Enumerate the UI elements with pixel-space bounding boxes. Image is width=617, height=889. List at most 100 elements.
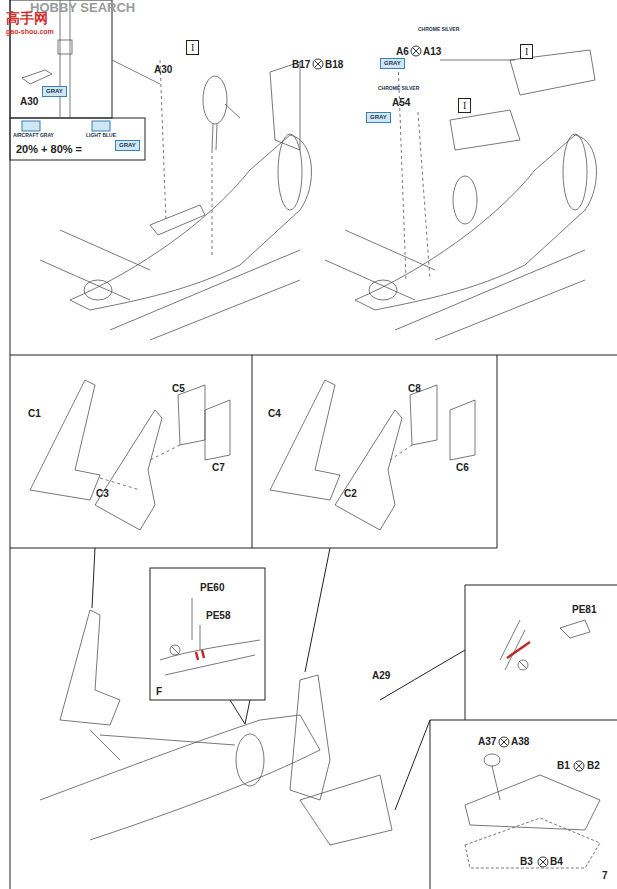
drawing-stroke — [40, 715, 320, 840]
drawing-stroke — [22, 121, 40, 131]
color-chip: GRAY — [42, 86, 67, 97]
drawing-stroke — [413, 48, 419, 54]
drawing-stroke — [540, 859, 546, 865]
drawing-stroke — [497, 355, 498, 548]
drawing-stroke — [92, 121, 110, 131]
part-number: A30 — [20, 96, 38, 107]
page-number: 7 — [602, 870, 608, 881]
detail-letter: F — [156, 686, 162, 697]
drawing-stroke — [335, 410, 402, 530]
drawing-stroke — [60, 610, 120, 725]
color-name: LIGHT BLUE — [86, 133, 116, 139]
drawing-stroke — [453, 176, 477, 224]
drawing-stroke — [574, 761, 584, 771]
part-number: C2 — [344, 488, 357, 499]
drawing-stroke — [395, 720, 430, 810]
step-marker: I — [458, 98, 471, 113]
drawing-stroke — [236, 734, 264, 786]
drawing-stroke — [270, 380, 340, 500]
drawing-stroke — [95, 410, 162, 530]
panel-frames — [10, 0, 617, 889]
drawing-stroke — [325, 230, 585, 340]
part-number: B3 — [520, 856, 533, 867]
drawing-stroke — [170, 645, 180, 655]
aircraft-sketch — [22, 0, 600, 868]
step-marker: I — [186, 40, 199, 55]
part-number: A29 — [372, 670, 390, 681]
drawing-stroke — [230, 700, 250, 724]
drawing-stroke — [202, 650, 204, 658]
part-number: PE81 — [572, 604, 596, 615]
color-chip: GRAY — [366, 112, 391, 123]
drawing-stroke — [10, 118, 145, 160]
drawing-stroke — [398, 60, 406, 280]
color-name: CHROME SILVER — [378, 86, 419, 92]
part-number: A38 — [511, 736, 529, 747]
drawing-stroke — [40, 230, 300, 340]
color-code: GRAY — [119, 142, 136, 148]
drawing-stroke — [90, 730, 235, 760]
drawing-stroke — [225, 104, 240, 118]
drawing-stroke — [369, 280, 397, 300]
drawing-stroke — [270, 62, 300, 150]
drawing-stroke — [380, 650, 465, 700]
drawing-stroke — [278, 134, 302, 210]
drawing-stroke — [430, 720, 617, 721]
part-number: C1 — [28, 408, 41, 419]
drawing-stroke — [10, 548, 497, 549]
drawing-stroke — [58, 40, 72, 54]
drawing-stroke — [492, 766, 500, 800]
drawing-stroke — [518, 660, 528, 670]
drawing-stroke — [499, 737, 509, 747]
step-number: I — [191, 42, 194, 53]
drawing-stroke — [500, 620, 525, 670]
drawing-stroke — [390, 445, 412, 460]
drawing-stroke — [538, 857, 548, 867]
drawing-stroke — [430, 720, 431, 889]
drawing-stroke — [205, 400, 230, 460]
drawing-stroke — [563, 134, 587, 210]
drawing-stroke — [212, 150, 213, 255]
drawing-stroke — [112, 60, 160, 84]
drawing-stroke — [465, 775, 600, 830]
mix-color-chips — [22, 121, 110, 131]
part-number: C5 — [172, 383, 185, 394]
drawing-stroke — [30, 380, 100, 500]
drawing-stroke — [150, 205, 205, 235]
drawing-stroke — [92, 548, 95, 608]
drawing-stroke — [313, 59, 323, 69]
step-number: I — [525, 46, 528, 57]
part-number: B1 — [557, 760, 570, 771]
step-number: I — [463, 100, 466, 111]
color-chip: GRAY — [115, 140, 140, 151]
drawing-stroke — [150, 445, 180, 460]
part-number: B4 — [550, 856, 563, 867]
drawing-stroke — [450, 400, 475, 460]
drawing-stroke — [160, 640, 260, 675]
drawing-stroke — [70, 0, 71, 118]
part-number: PE60 — [200, 582, 224, 593]
drawing-stroke — [418, 112, 430, 280]
part-number: C6 — [456, 462, 469, 473]
drawing-stroke — [60, 0, 61, 118]
part-number: B2 — [587, 760, 600, 771]
drawing-stroke — [465, 818, 600, 868]
drawing-stroke — [203, 76, 227, 124]
drawing-stroke — [70, 135, 311, 310]
drawing-stroke — [192, 598, 193, 640]
part-number: C3 — [96, 488, 109, 499]
mirror-symbols — [313, 46, 584, 867]
drawing-stroke — [411, 46, 421, 56]
drawing-stroke — [252, 355, 253, 548]
color-code: GRAY — [370, 114, 387, 120]
drawing-stroke — [560, 620, 590, 638]
drawing-stroke — [10, 355, 617, 356]
drawing-stroke — [305, 548, 330, 672]
part-number: A13 — [423, 46, 441, 57]
watermark: 高手网 — [6, 11, 48, 26]
drawing-stroke — [171, 646, 179, 654]
mix-ratio: 20% + 80% = — [16, 143, 82, 155]
part-number: C4 — [268, 408, 281, 419]
drawing-stroke — [507, 642, 530, 658]
